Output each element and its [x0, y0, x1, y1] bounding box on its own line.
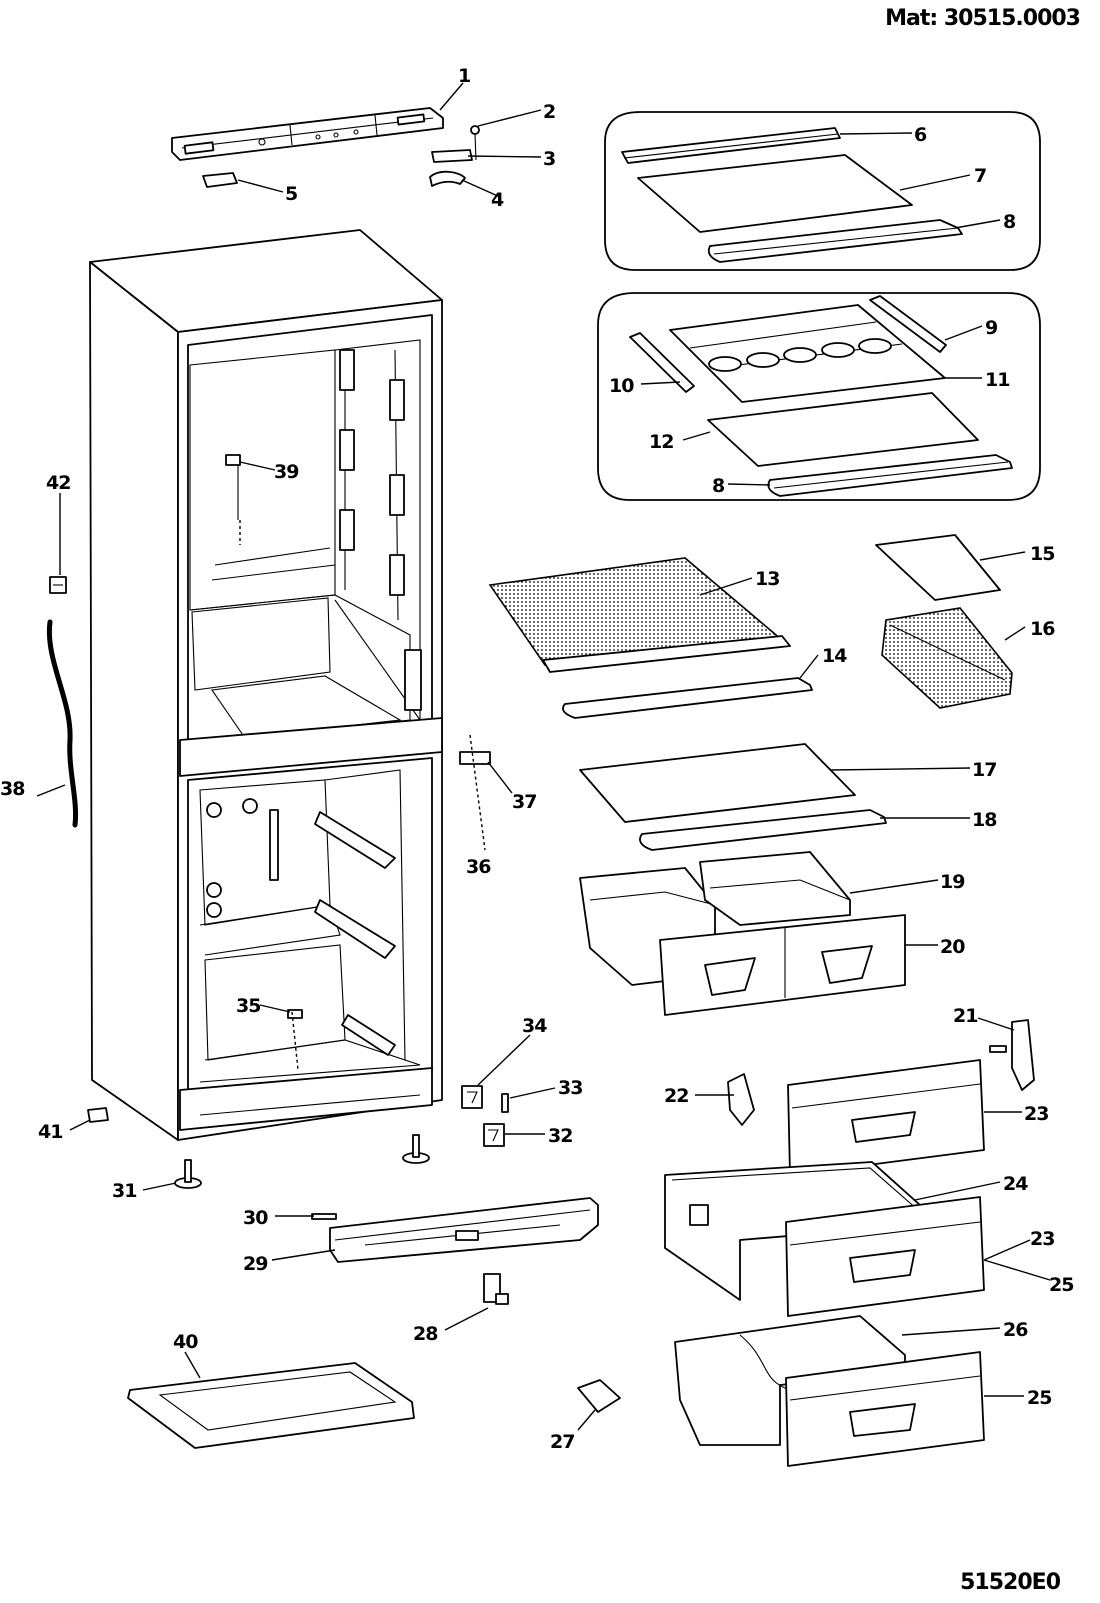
callout-27: 27	[550, 1431, 574, 1453]
callout-39: 39	[274, 461, 298, 483]
callout-2: 2	[543, 101, 555, 123]
crisper-fronts	[659, 914, 906, 1016]
callout-14: 14	[822, 645, 847, 667]
light-cover	[461, 1085, 483, 1109]
crisper-glass-shelf	[579, 743, 856, 823]
callout-32: 32	[548, 1125, 572, 1147]
lamp	[501, 1093, 509, 1113]
callout-23-upper: 23	[1024, 1103, 1048, 1125]
callout-40: 40	[173, 1331, 198, 1353]
callout-9: 9	[985, 317, 997, 339]
drain-hose	[46, 619, 79, 828]
door-shelf-rear-rail-lower	[767, 454, 1013, 497]
callout-11: 11	[985, 369, 1009, 391]
hinge-pin-cap	[202, 172, 238, 188]
freezer-drawer-front-top	[787, 1059, 985, 1176]
callout-1: 1	[458, 65, 470, 87]
adjustable-foot-left	[174, 1159, 202, 1189]
bottom-grille	[329, 1197, 599, 1263]
door-shelf-glass	[637, 154, 913, 233]
bottom-grille-clip	[311, 1213, 337, 1220]
callout-29: 29	[243, 1253, 267, 1275]
callout-41: 41	[38, 1121, 62, 1143]
hinge-screw	[470, 125, 480, 161]
vegetable-crisper-cover	[875, 534, 1001, 601]
callout-25-upper: 25	[1049, 1274, 1073, 1296]
hinge-washer	[429, 170, 466, 187]
door-hinge-mid	[459, 751, 491, 765]
door-stop-part	[287, 1009, 303, 1019]
refrigerator-cabinet	[89, 229, 443, 1141]
thermostat-knob	[225, 454, 241, 520]
egg-tray-glass	[707, 392, 979, 467]
callout-10: 10	[609, 375, 634, 397]
callout-numbers: 1 2 3 4 5 6 7 8 8 9 10 11 12 13 14 15 16…	[0, 65, 1074, 1453]
callout-37: 37	[512, 791, 536, 813]
callout-35: 35	[236, 995, 260, 1017]
callout-12: 12	[649, 431, 673, 453]
wire-shelf	[488, 557, 791, 673]
freezer-door-bracket	[727, 1073, 755, 1126]
callout-6: 6	[914, 124, 927, 146]
compressor-bracket	[577, 1379, 621, 1413]
callout-5: 5	[285, 183, 297, 205]
callout-31: 31	[112, 1180, 136, 1202]
lamp-holder	[483, 1123, 505, 1147]
front-foot-cap	[87, 1107, 109, 1123]
callout-36: 36	[466, 856, 491, 878]
callout-8-upper: 8	[1003, 211, 1016, 233]
callout-24: 24	[1003, 1173, 1028, 1195]
vegetable-crisper-right	[699, 851, 851, 926]
callout-30: 30	[243, 1207, 268, 1229]
callout-42: 42	[46, 472, 70, 494]
top-hinge-bracket	[171, 107, 444, 161]
leader-lines	[36, 82, 1051, 1431]
callout-8-lower: 8	[712, 475, 725, 497]
freezer-drawer-front-middle	[785, 1196, 985, 1317]
drawing-code: 51520E0	[960, 1570, 1061, 1595]
callout-3: 3	[543, 148, 555, 170]
dairy-box	[881, 607, 1013, 709]
callout-28: 28	[413, 1323, 438, 1345]
callout-16: 16	[1030, 618, 1055, 640]
callout-23-lower: 23	[1030, 1228, 1054, 1250]
door-hinge-bottom	[989, 1019, 1035, 1091]
callout-4: 4	[491, 189, 504, 211]
callout-33: 33	[558, 1077, 582, 1099]
shelf-rear-trim	[562, 677, 813, 719]
callout-15: 15	[1030, 543, 1054, 565]
egg-tray	[669, 304, 946, 403]
drip-tray	[127, 1362, 415, 1449]
callout-19: 19	[940, 871, 964, 893]
egg-tray-group-frame	[597, 292, 1041, 501]
callout-38: 38	[0, 778, 25, 800]
door-shelf-front-rail	[621, 127, 841, 164]
door-closer	[483, 1273, 509, 1305]
callout-25-lower: 25	[1027, 1387, 1051, 1409]
freezer-drawer-front-bottom	[785, 1351, 985, 1467]
adjustable-foot-right	[402, 1134, 430, 1164]
egg-tray-side-bracket-right	[869, 295, 947, 353]
hinge-pin	[431, 149, 473, 163]
callout-17: 17	[972, 759, 996, 781]
door-shelf-group-frame	[604, 111, 1041, 271]
callout-20: 20	[940, 936, 965, 958]
callout-21: 21	[953, 1005, 977, 1027]
callout-13: 13	[755, 568, 779, 590]
crisper-shelf-rear-trim	[639, 809, 887, 851]
callout-22: 22	[664, 1085, 688, 1107]
callout-18: 18	[972, 809, 997, 831]
callout-7: 7	[974, 165, 986, 187]
egg-tray-side-bracket-left	[629, 332, 695, 393]
material-reference: Mat: 30515.0003	[885, 6, 1081, 31]
door-shelf-rear-rail-upper	[707, 219, 963, 263]
callout-26: 26	[1003, 1319, 1028, 1341]
door-switch	[49, 576, 67, 594]
callout-34: 34	[522, 1015, 547, 1037]
